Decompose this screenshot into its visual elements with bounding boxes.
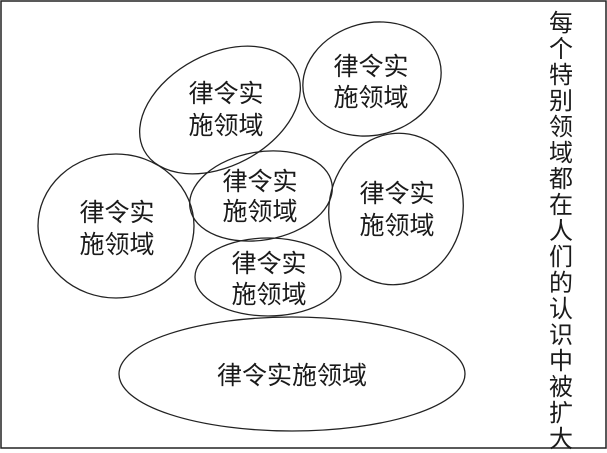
side-caption: 每个特别领域都在人们的认识中被扩大 <box>549 9 573 453</box>
region-left-ellipse <box>37 153 195 299</box>
region-lower-center-line-2: 施领域 <box>231 280 306 309</box>
region-top-left-line-1: 律令实 <box>188 79 263 108</box>
region-top-left: 律令实 施领域 <box>138 45 302 175</box>
region-right: 律令实 施领域 <box>328 132 464 286</box>
region-right-ellipse <box>328 132 464 286</box>
region-top-right-line-1: 律令实 <box>333 52 408 81</box>
region-middle-center-line-1: 律令实 <box>222 167 297 196</box>
region-right-line-1: 律令实 <box>359 179 434 208</box>
region-top-left-line-2: 施领域 <box>188 111 263 140</box>
region-top-right-ellipse <box>302 21 442 137</box>
region-lower-center: 律令实 施领域 <box>194 237 342 317</box>
region-top-right: 律令实 施领域 <box>302 21 442 137</box>
region-bottom-ellipse <box>118 316 466 432</box>
region-lower-center-line-1: 律令实 <box>231 249 306 278</box>
region-middle-center-ellipse <box>189 150 333 242</box>
region-bottom-line-1: 律令实施领域 <box>217 361 367 390</box>
region-right-line-2: 施领域 <box>359 211 434 240</box>
region-bottom: 律令实施领域 <box>118 316 466 432</box>
region-left-line-2: 施领域 <box>79 230 154 259</box>
region-top-right-line-2: 施领域 <box>333 83 408 112</box>
region-lower-center-ellipse <box>194 237 342 317</box>
region-middle-center-line-2: 施领域 <box>222 197 297 226</box>
region-top-left-ellipse <box>138 45 302 175</box>
region-left: 律令实 施领域 <box>37 153 195 299</box>
region-left-line-1: 律令实 <box>79 198 154 227</box>
region-middle-center: 律令实 施领域 <box>189 150 333 242</box>
